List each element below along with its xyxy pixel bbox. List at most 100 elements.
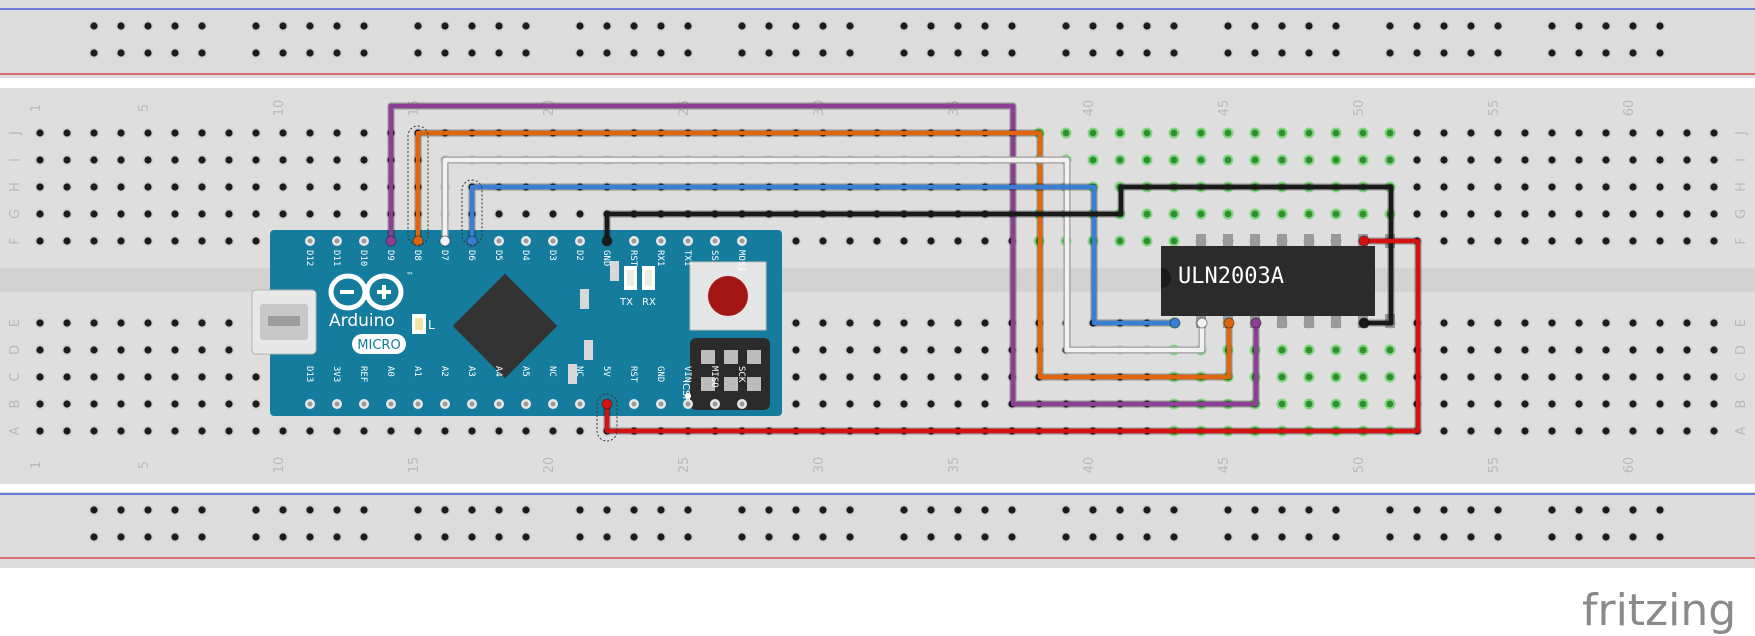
breadboard-hole: [1708, 154, 1720, 166]
arduino-pin-d3[interactable]: D3: [547, 236, 558, 261]
breadboard-hole: [1492, 154, 1504, 166]
power-rail-hole: [574, 47, 586, 59]
arduino-pin-a4[interactable]: A4: [493, 366, 504, 409]
arduino-pin-ref[interactable]: REF: [358, 366, 369, 409]
power-rail-hole: [1222, 531, 1234, 543]
power-rail-hole: [169, 20, 181, 32]
wire-red-5v[interactable]: [601, 235, 1422, 435]
arduino-pin-mosi[interactable]: MOSI: [736, 236, 747, 272]
arduino-pin-rst[interactable]: RST: [628, 366, 639, 409]
breadboard-hole: [1573, 181, 1585, 193]
breadboard-hole: [1600, 398, 1612, 410]
arduino-pin-nc[interactable]: NC: [547, 366, 558, 409]
uln2003a-chip[interactable]: ULN2003A: [1161, 234, 1395, 328]
breadboard-hole: [1600, 425, 1612, 437]
arduino-pin-a3[interactable]: A3: [466, 366, 477, 409]
breadboard-hole: [1546, 127, 1558, 139]
arduino-pin-ss[interactable]: SS: [709, 236, 720, 261]
wire-white[interactable]: [439, 156, 1208, 354]
power-rail-hole: [817, 47, 829, 59]
power-rail-hole: [736, 531, 748, 543]
power-rail-hole: [466, 531, 478, 543]
arduino-pin-rx1[interactable]: RX1: [655, 236, 666, 266]
arduino-pin-label: D8: [412, 250, 422, 261]
power-rail-hole: [439, 20, 451, 32]
power-rail-hole: [1600, 531, 1612, 543]
arduino-pin-vin[interactable]: VIN: [682, 366, 693, 409]
power-rail-hole: [142, 531, 154, 543]
breadboard-hole: [1600, 371, 1612, 383]
arduino-pin-d12[interactable]: D12: [304, 236, 315, 266]
power-rail-hole: [898, 504, 910, 516]
breadboard-hole: [196, 235, 208, 247]
arduino-pin-a1[interactable]: A1: [412, 366, 423, 409]
breadboard-hole: [1519, 127, 1531, 139]
breadboard-hole: [871, 317, 883, 329]
wire-purple[interactable]: [385, 102, 1262, 408]
power-rail-hole: [898, 47, 910, 59]
breadboard-hole: [196, 181, 208, 193]
breadboard-hole: [1654, 398, 1666, 410]
connected-hole: [1276, 154, 1288, 166]
power-rail-hole: [736, 47, 748, 59]
power-rail-hole: [1222, 20, 1234, 32]
arduino-pin-d10[interactable]: D10: [358, 236, 369, 266]
connected-hole: [1141, 127, 1153, 139]
breadboard-hole: [34, 154, 46, 166]
arduino-micro[interactable]: ™ Arduino MICRO L TX RX: [251, 230, 782, 416]
breadboard-hole: [277, 127, 289, 139]
arduino-pin-rst[interactable]: RST: [628, 236, 639, 267]
arduino-pin-sck[interactable]: SCK: [736, 366, 747, 409]
breadboard-hole: [1546, 398, 1558, 410]
breadboard-hole: [1546, 208, 1558, 220]
power-rail-hole: [88, 531, 100, 543]
breadboard-hole: [1546, 371, 1558, 383]
arduino-pin-a5[interactable]: A5: [520, 366, 531, 409]
breadboard-hole: [790, 317, 802, 329]
arduino-pin-a0[interactable]: A0: [385, 366, 396, 409]
arduino-pin-miso[interactable]: MISO: [709, 366, 720, 409]
power-rail-hole: [1627, 47, 1639, 59]
power-rail-hole: [1087, 20, 1099, 32]
chip-leg: [1304, 314, 1314, 328]
arduino-pin-d5[interactable]: D5: [493, 236, 504, 261]
column-number: 10: [272, 457, 287, 474]
power-rail-hole: [790, 20, 802, 32]
arduino-pin-a2[interactable]: A2: [439, 366, 450, 409]
power-rail-hole: [601, 531, 613, 543]
arduino-pin-tx1[interactable]: TX1: [682, 236, 693, 266]
arduino-pin-d2[interactable]: D2: [574, 236, 585, 261]
power-rail-hole: [1330, 531, 1342, 543]
arduino-pin-nc[interactable]: NC: [574, 366, 585, 409]
power-rail-hole: [1006, 531, 1018, 543]
power-rail-hole: [520, 504, 532, 516]
breadboard-hole: [817, 235, 829, 247]
row-letter: I: [1734, 158, 1749, 162]
arduino-pin-3v3[interactable]: 3V3: [331, 366, 342, 409]
breadboard-hole: [1465, 208, 1477, 220]
wire-blue[interactable]: [466, 183, 1181, 329]
arduino-pin-label: RST: [628, 250, 638, 267]
power-rail-hole: [1573, 20, 1585, 32]
row-letter: J: [1734, 131, 1749, 136]
breadboard-hole: [520, 208, 532, 220]
power-rail-hole: [493, 504, 505, 516]
breadboard-hole: [1465, 425, 1477, 437]
breadboard-hole: [1681, 127, 1693, 139]
arduino-pin-gnd[interactable]: GND: [655, 366, 666, 409]
wire-black-gnd[interactable]: [601, 183, 1395, 329]
power-rail-hole: [1168, 504, 1180, 516]
reset-button[interactable]: [689, 261, 767, 331]
arduino-pin-d13[interactable]: D13: [304, 366, 315, 409]
column-number: 60: [1622, 100, 1637, 117]
power-rail-hole: [574, 531, 586, 543]
breadboard-hole: [1600, 208, 1612, 220]
row-letter: A: [1734, 426, 1749, 435]
breadboard-hole: [1465, 127, 1477, 139]
wire-orange[interactable]: [412, 129, 1235, 381]
row-letter: E: [8, 319, 23, 327]
breadboard-hole: [250, 398, 262, 410]
arduino-pin-d4[interactable]: D4: [520, 236, 531, 261]
breadboard-hole: [1627, 317, 1639, 329]
arduino-pin-d11[interactable]: D11: [331, 236, 342, 266]
